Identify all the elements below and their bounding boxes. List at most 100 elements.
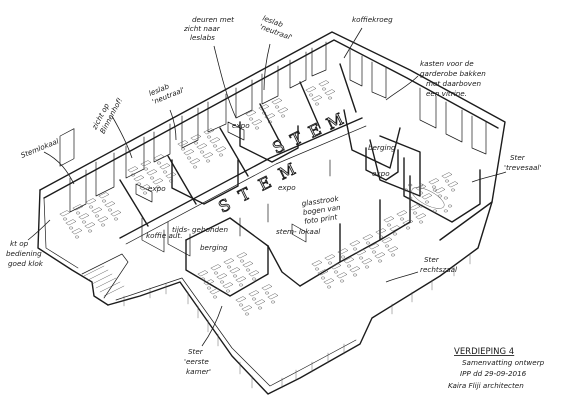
chair-mark: [403, 188, 409, 192]
desk-mark: [349, 266, 361, 273]
desk-mark: [374, 252, 386, 259]
desk-mark: [110, 210, 122, 217]
chair-mark: [143, 167, 149, 171]
desk-mark: [277, 107, 289, 114]
chair-mark: [365, 241, 371, 245]
desk-mark: [85, 198, 97, 205]
desk-mark: [223, 258, 235, 265]
desk-mark: [434, 187, 446, 194]
desk-mark: [98, 192, 110, 199]
desk-mark: [209, 288, 221, 295]
desk-mark: [415, 213, 427, 220]
chair-mark: [261, 111, 267, 115]
chair-mark: [136, 182, 142, 186]
desk-mark: [189, 158, 201, 165]
chair-mark: [88, 205, 94, 209]
svg-text:rechtszaal: rechtszaal: [420, 265, 457, 274]
desk-mark: [261, 284, 273, 291]
desk-mark: [375, 228, 387, 235]
chair-mark: [390, 253, 396, 257]
chair-mark: [238, 303, 244, 307]
desk-mark: [387, 246, 399, 253]
desk-mark: [323, 278, 335, 285]
desk-mark: [368, 243, 380, 250]
desk-mark: [258, 104, 270, 111]
desk-mark: [203, 279, 215, 286]
chair-mark: [326, 285, 332, 289]
chair-mark: [94, 214, 100, 218]
chair-mark: [87, 229, 93, 233]
annotation-ster-trevesaal: Ster 'trevesaal': [504, 153, 541, 172]
chair-mark: [314, 102, 320, 106]
desk-mark: [267, 293, 279, 300]
chair-mark: [113, 217, 119, 221]
chair-mark: [199, 150, 205, 154]
desk-mark: [203, 128, 215, 135]
furniture: [59, 80, 459, 316]
desk-mark: [317, 269, 329, 276]
chair-mark: [419, 204, 424, 208]
chair-mark: [327, 96, 333, 100]
chair-mark: [81, 220, 87, 224]
chair-mark: [264, 291, 270, 295]
annotation-ster-eerste-kamer: Ster 'eerste kamer': [184, 347, 211, 376]
chair-mark: [193, 141, 199, 145]
stem-letter-t: T: [235, 183, 255, 206]
desk-mark: [441, 172, 453, 179]
desk-mark: [355, 249, 367, 256]
chair-mark: [408, 196, 413, 200]
annotation-koffiekroeg: koffiekroeg: [352, 15, 393, 24]
chair-mark: [308, 93, 314, 97]
chair-mark: [447, 204, 453, 208]
room-label-expo-4: expo: [372, 169, 390, 178]
svg-text:bediening: bediening: [6, 249, 42, 258]
chair-mark: [378, 235, 384, 239]
desk-mark: [197, 270, 209, 277]
chair-mark: [274, 105, 280, 109]
desk-mark: [311, 95, 323, 102]
stem-upper-letter-e: E: [305, 119, 326, 142]
annotation-stemlokaal: Stemlokaal: [19, 136, 60, 159]
chair-mark: [392, 232, 398, 236]
svg-text:met daarboven: met daarboven: [426, 79, 481, 88]
svg-text:Stemlokaal: Stemlokaal: [19, 136, 60, 159]
svg-text:Ster: Ster: [424, 255, 440, 264]
desk-mark: [254, 299, 266, 306]
desk-mark: [264, 113, 276, 120]
chair-mark: [320, 276, 326, 280]
drawing-author: Kaira Fliji architecten: [448, 381, 524, 390]
desk-mark: [361, 258, 373, 265]
desk-mark: [324, 254, 336, 261]
desk-mark: [409, 204, 421, 211]
chair-mark: [431, 185, 437, 189]
chair-mark: [399, 217, 405, 221]
chair-mark: [333, 270, 339, 274]
room-label-expo-2: expo: [232, 121, 250, 130]
chair-mark: [377, 259, 383, 263]
chair-mark: [267, 120, 273, 124]
chair-mark: [437, 194, 443, 198]
chair-mark: [142, 191, 148, 195]
chair-mark: [352, 273, 358, 277]
stem-letter-e: E: [255, 172, 276, 195]
desk-mark: [59, 210, 71, 217]
chair-mark: [226, 265, 232, 269]
chair-mark: [200, 277, 206, 281]
desk-mark: [209, 137, 221, 144]
desk-mark: [229, 267, 241, 274]
chair-mark: [248, 117, 254, 121]
svg-text:een vitrine.: een vitrine.: [426, 89, 467, 98]
chair-mark: [206, 286, 212, 290]
chair-mark: [257, 306, 263, 310]
desk-mark: [183, 149, 195, 156]
chair-mark: [450, 188, 456, 192]
desk-mark: [241, 305, 253, 312]
desk-mark: [215, 146, 227, 153]
desk-mark: [104, 201, 116, 208]
desk-mark: [383, 216, 395, 223]
room-labels: expo expo expo expo koffie aut. tijds- g…: [146, 121, 396, 252]
desk-mark: [381, 237, 393, 244]
chair-mark: [443, 196, 448, 200]
chair-mark: [251, 297, 257, 301]
